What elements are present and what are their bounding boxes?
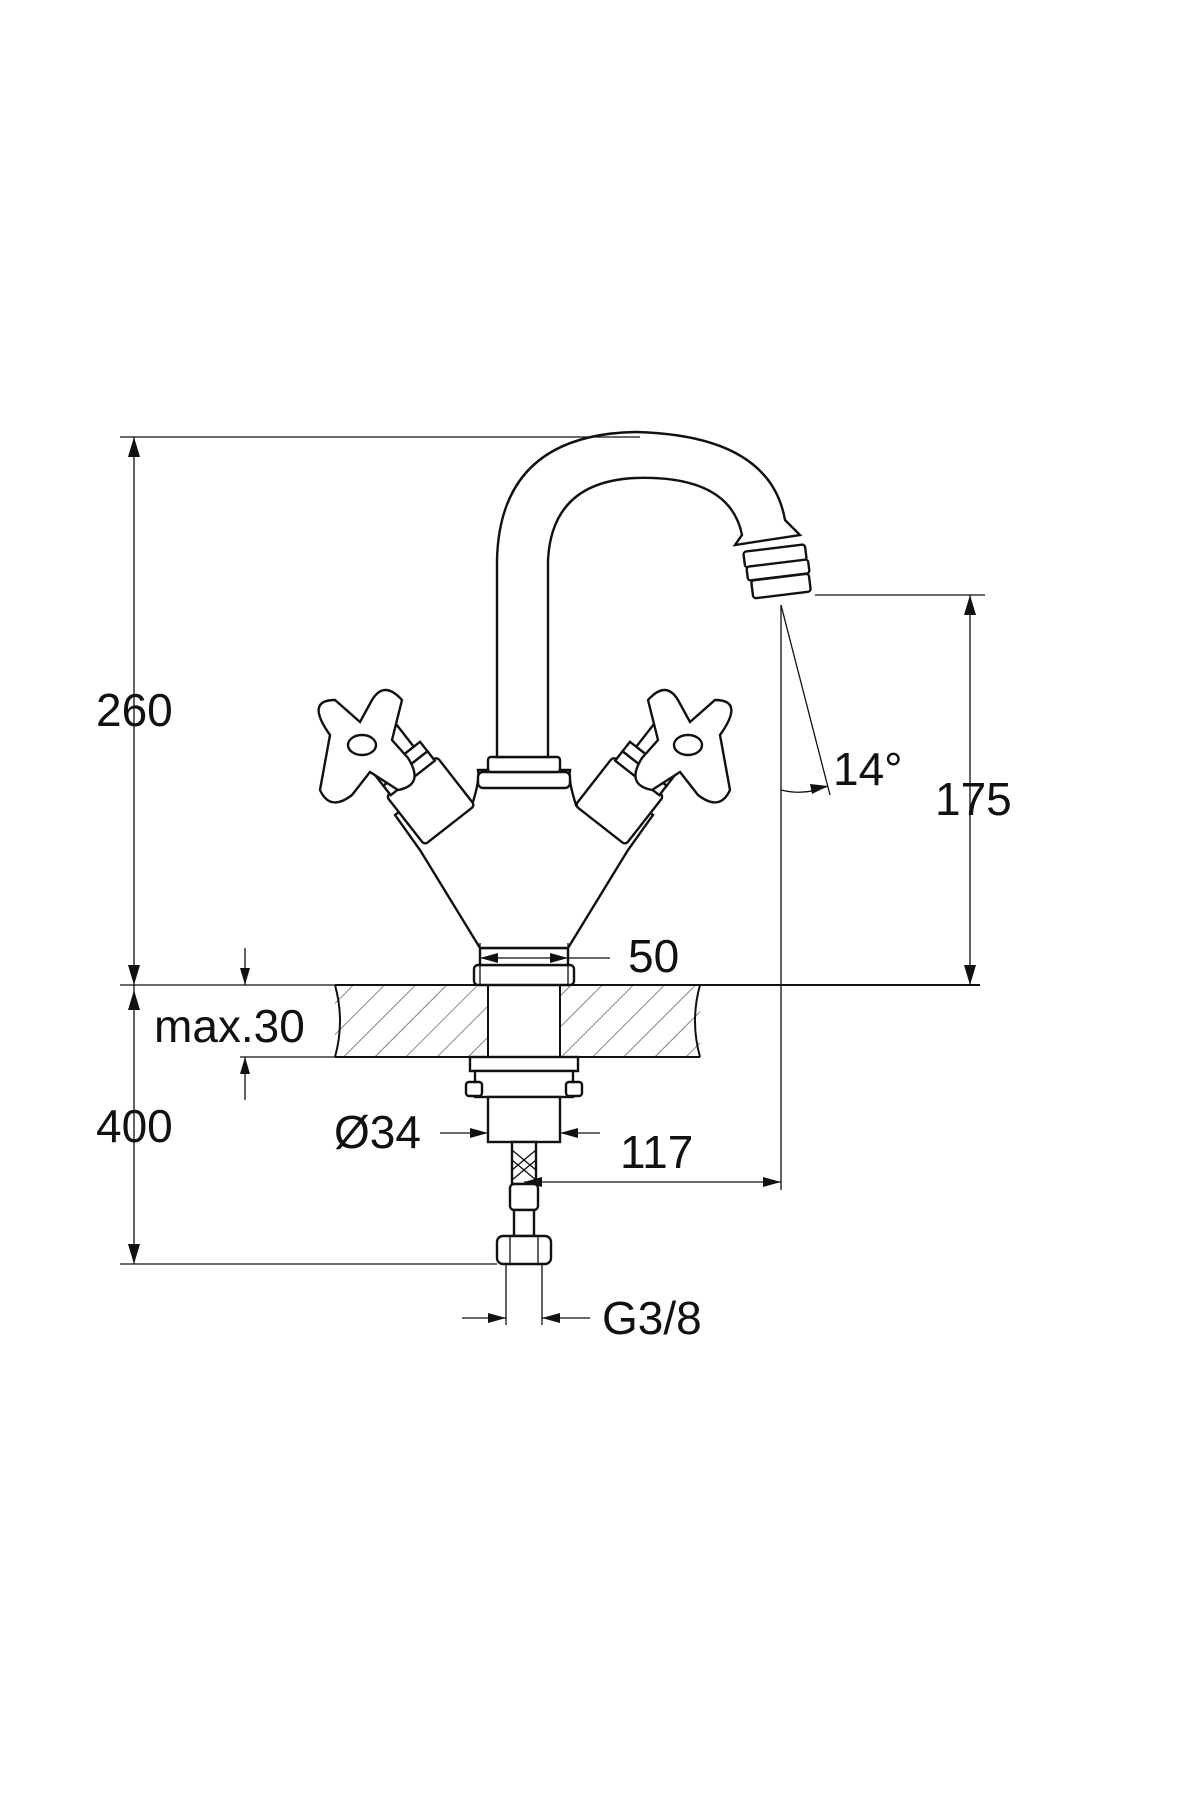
shank-diameter-label: Ø34 (334, 1106, 421, 1158)
dimension-base-width: 50 (479, 930, 679, 985)
flexible-hose (495, 1140, 553, 1266)
outlet-height-label: 175 (935, 773, 1012, 825)
mounting-nut (464, 1055, 584, 1144)
left-cross-handle (317, 688, 475, 845)
base-width-label: 50 (628, 930, 679, 982)
right-cross-handle (575, 688, 733, 845)
dimension-hose-length: 400 (96, 985, 497, 1265)
spout-reach-label: 117 (620, 1126, 693, 1178)
dimension-connection-thread: G3/8 (462, 1264, 702, 1344)
dimension-deck-thickness: max.30 (154, 948, 335, 1100)
dimension-shank-diameter: Ø34 (334, 1106, 600, 1158)
deck-thickness-label: max.30 (154, 1000, 305, 1052)
dimension-spout-angle: 14° (780, 604, 903, 796)
overall-height-label: 260 (96, 684, 173, 736)
dimension-outlet-height: 175 (815, 594, 1012, 985)
hose-length-label: 400 (96, 1100, 173, 1152)
spout-angle-label: 14° (833, 743, 903, 795)
countertop-section (334, 984, 980, 1058)
dimension-spout-reach: 117 (524, 605, 782, 1190)
spout (495, 430, 812, 759)
dimension-overall-height: 260 (96, 436, 640, 986)
connection-thread-label: G3/8 (602, 1292, 702, 1344)
